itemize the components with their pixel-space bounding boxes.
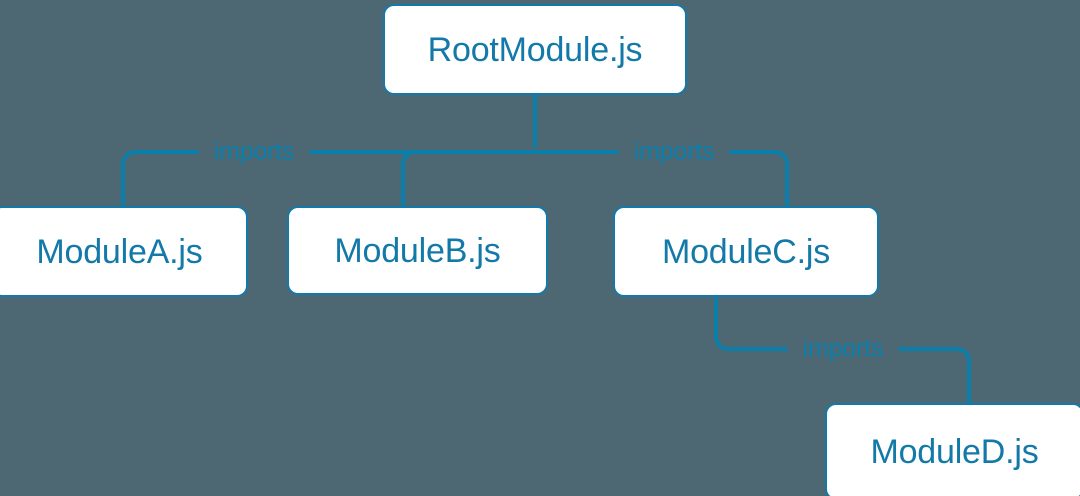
edge-module-c-to-module-d-start	[714, 295, 788, 351]
edge-label-root-to-module-a: imports	[213, 137, 295, 166]
node-module-b[interactable]: ModuleB.js	[287, 206, 548, 295]
node-label-module-a: ModuleA.js	[36, 232, 203, 271]
node-module-d[interactable]: ModuleD.js	[825, 403, 1080, 496]
node-module-a[interactable]: ModuleA.js	[0, 206, 248, 297]
node-label-module-c: ModuleC.js	[661, 232, 831, 271]
edge-root-to-module-b	[401, 150, 537, 208]
node-label-root-module: RootModule.js	[427, 30, 643, 69]
node-module-c[interactable]: ModuleC.js	[613, 206, 879, 297]
edge-module-c-to-module-d-drop	[898, 347, 971, 405]
edge-root-to-module-a-drop	[121, 150, 199, 208]
node-label-module-d: ModuleD.js	[870, 432, 1039, 471]
node-root-module[interactable]: RootModule.js	[383, 4, 687, 95]
edge-label-root-to-module-c: imports	[633, 137, 715, 166]
edge-label-module-c-to-module-d: imports	[802, 334, 884, 363]
node-label-module-b: ModuleB.js	[334, 231, 501, 270]
edge-root-to-module-c-drop	[729, 150, 789, 208]
